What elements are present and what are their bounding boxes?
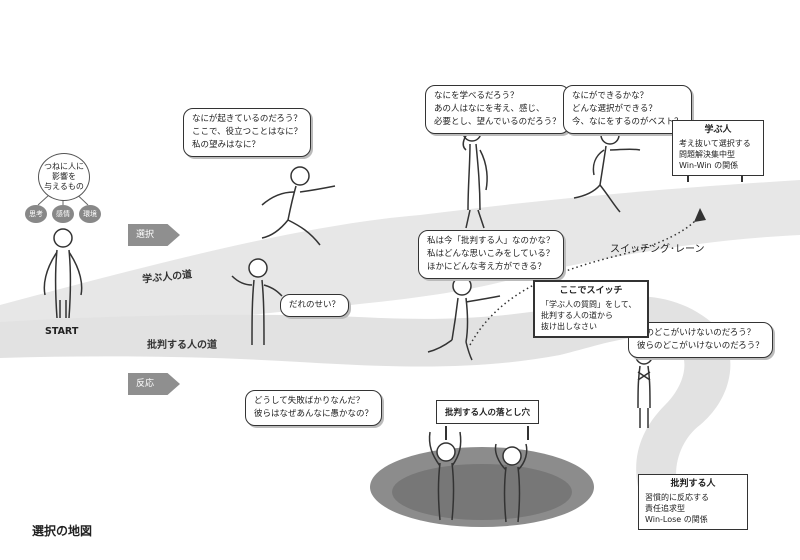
switching-lane-path xyxy=(469,214,701,346)
bubble-switch-question: 私は今「批判する人」なのかな？私はどんな思いこみをしている？ほかにどんな考え方が… xyxy=(418,230,564,279)
bubble-who-to-blame: だれのせい？ xyxy=(280,294,350,317)
influence-environment: 環境 xyxy=(79,205,101,223)
bubble-judger-react: どうして失敗ばかりなんだ？彼らはなぜあんなに愚かなの？ xyxy=(245,390,383,426)
start-label: START xyxy=(45,326,79,337)
bubble-learner-start: なにが起きているのだろう？ここで、役立つことはなに？私の望みはなに？ xyxy=(183,108,312,157)
judger-road xyxy=(0,296,731,495)
influence-center: つねに人に 影響を 与えるもの xyxy=(38,153,90,201)
figure-blaming xyxy=(231,258,283,346)
sign-switch-here: ここでスイッチ 「学ぶ人の質問」をして、 批判する人の道から 抜け出しなさい xyxy=(533,280,649,338)
arrow-choice: 選択 xyxy=(128,224,180,246)
arrow-react: 反応 xyxy=(128,373,180,395)
figure-switching xyxy=(427,276,501,361)
figure-running-1 xyxy=(261,166,336,246)
sign-judger-pit: 批判する人の落とし穴 xyxy=(436,400,540,424)
bubble-learner-act: なにができるかな？どんな選択ができる？今、なにをするのがベスト？ xyxy=(563,85,692,134)
figure-pit-left xyxy=(428,431,462,521)
sign-judger: 批判する人 習慣的に反応する 責任追求型 Win-Lose の関係 xyxy=(638,474,748,530)
figure-start xyxy=(43,228,83,319)
bubble-learner-think: なにを学べるだろう？あの人はなにを考え、感じ、必要とし、望んでいるのだろう？ xyxy=(425,85,570,134)
bubble-judger-worry: 私のどこがいけないのだろう？彼らのどこがいけないのだろう？ xyxy=(628,322,773,358)
map-title: 選択の地図 xyxy=(32,524,93,538)
learner-road xyxy=(0,180,800,335)
sign-learner: 学ぶ人 考え抜いて選択する 問題解決集中型 Win-Win の関係 xyxy=(672,120,764,176)
influence-emotion: 感情 xyxy=(52,205,74,223)
switching-lane-label: スイッチング･レーン xyxy=(610,244,705,255)
figure-worried xyxy=(635,347,653,428)
figure-pit-right xyxy=(494,443,528,523)
judger-road-label: 批判する人の道 xyxy=(147,340,217,351)
switching-lane-arrowhead xyxy=(694,208,706,222)
influence-center-label: つねに人に 影響を 与えるもの xyxy=(44,162,84,191)
influence-thought: 思考 xyxy=(25,205,47,223)
